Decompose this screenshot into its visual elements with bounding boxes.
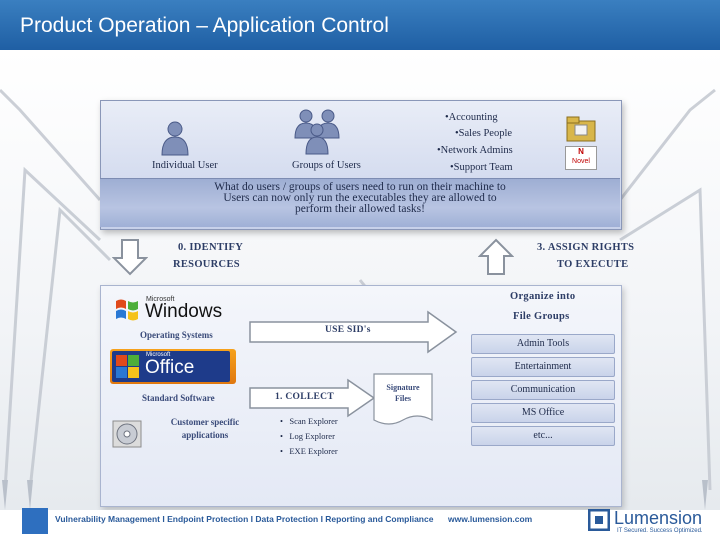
office-puzzle-icon [116,355,139,378]
file-group-item: Entertainment [471,357,615,377]
list-item: • Log Explorer [280,431,335,441]
office-brand-label: Office [145,357,195,378]
question-bar [100,178,620,227]
lumension-logo-tagline: IT Secured. Success Optimized. [617,528,703,534]
identify-down-arrow [112,239,148,276]
footer-tagline: Vulnerability Management I Endpoint Prot… [55,514,434,524]
signature-files-document-icon [373,373,433,425]
novell-label: Novel [572,158,590,165]
collect-tool-label: Log Explorer [289,431,335,441]
microsoft-small-label: Microsoft [146,352,171,358]
lumension-logo-icon [588,509,610,531]
lumension-logo-text: Lumension [614,508,703,528]
question-line: perform their allowed tasks! [295,203,425,215]
individual-user-icon [161,121,189,156]
assign-up-arrow [478,238,514,275]
novell-logo: N Novel [565,146,597,170]
office-logo: Microsoft Office [110,349,236,384]
signature-line: Files [395,394,411,403]
collect-arrow [249,378,376,418]
assign-step-label: 3. ASSIGN RIGHTS [537,242,635,253]
group-item: •Support Team [450,162,513,173]
group-item: •Sales People [455,128,513,139]
list-item: • Scan Explorer [280,416,338,426]
footer-bar [0,510,720,540]
custom-apps-line: Customer specific [170,417,240,427]
directory-folder-icon [566,116,596,142]
question-text: What do users / groups of users need to … [105,181,615,215]
groups-of-users-icon [294,109,340,155]
identify-step-label: RESOURCES [173,259,240,270]
page-title: Product Operation – Application Control [20,14,389,37]
file-group-item: etc... [471,426,615,446]
collect-step-label: 1. COLLECT [275,392,334,402]
collect-tool-label: Scan Explorer [289,416,338,426]
organize-label: Organize into [510,291,576,302]
individual-user-label: Individual User [152,160,218,171]
question-line: What do users / groups of users need to … [214,181,506,193]
file-group-item: Admin Tools [471,334,615,354]
list-item: • EXE Explorer [280,446,338,456]
groups-of-users-label: Groups of Users [292,160,361,171]
cd-disc-icon [112,420,142,448]
collect-tool-label: EXE Explorer [289,446,338,456]
standard-software-label: Standard Software [142,393,215,403]
operating-systems-label: Operating Systems [140,330,213,340]
group-item: •Accounting [445,112,498,123]
footer-url-link[interactable]: www.lumension.com [448,514,533,524]
windows-brand-label: Windows [145,301,223,322]
use-sids-arrow [249,310,458,354]
file-group-item: MS Office [471,403,615,423]
microsoft-small-label: Microsoft [146,296,175,303]
header-bar [0,0,720,50]
custom-apps-line: applications [181,430,229,440]
question-line: Users can now only run the executables t… [223,192,497,204]
signature-line: Signature [386,383,420,392]
office-logo-inner: Microsoft Office [112,351,230,382]
collect-tools-list: • Scan Explorer • Log Explorer • EXE Exp… [280,414,338,459]
assign-step-label: TO EXECUTE [557,259,629,270]
identify-step-label: 0. IDENTIFY [178,242,244,253]
windows-logo: Microsoft Windows [112,295,232,325]
file-group-item: Communication [471,380,615,400]
group-item: •Network Admins [437,145,513,156]
use-sids-label: USE SID's [325,325,371,335]
signature-files-label: Signature Files [376,382,430,404]
custom-apps-label: Customer specific applications [150,416,260,442]
windows-flag-icon [116,299,138,321]
footer-square-icon [22,508,48,534]
organize-label: File Groups [513,311,570,322]
